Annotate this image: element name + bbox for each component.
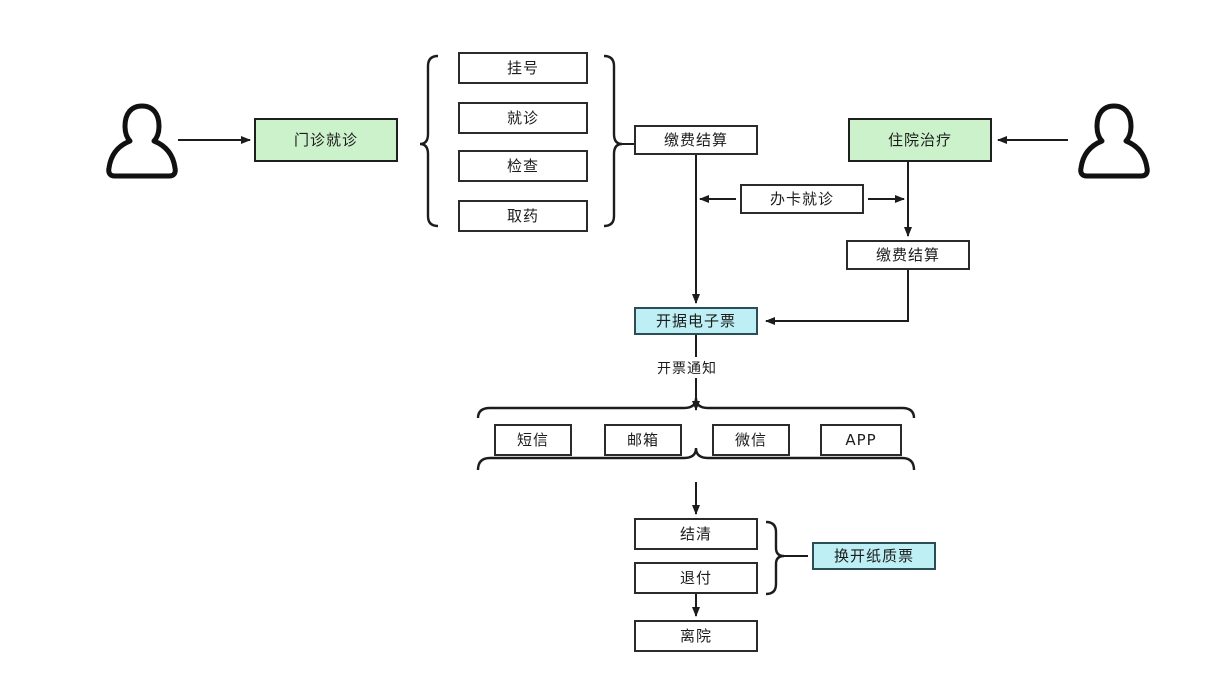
- node-step-register[interactable]: 挂号: [458, 52, 588, 84]
- node-exchange-paper-invoice[interactable]: 换开纸质票: [812, 542, 936, 570]
- node-card-visit[interactable]: 办卡就诊: [740, 184, 864, 214]
- node-outpatient[interactable]: 门诊就诊: [254, 118, 398, 162]
- edge-settle-in-to-einvoice: [765, 270, 909, 325]
- brace-outpatient-right: [603, 54, 623, 228]
- brace-outpatient-left: [419, 54, 439, 228]
- node-step-examination[interactable]: 检查: [458, 150, 588, 182]
- node-channel-wechat[interactable]: 微信: [712, 424, 790, 456]
- node-channel-email[interactable]: 邮箱: [604, 424, 682, 456]
- node-channel-sms[interactable]: 短信: [494, 424, 572, 456]
- person-icon: [106, 103, 178, 179]
- node-refund[interactable]: 退付: [634, 562, 758, 594]
- node-leave-hospital[interactable]: 离院: [634, 620, 758, 652]
- node-step-medicine[interactable]: 取药: [458, 200, 588, 232]
- node-step-consult[interactable]: 就诊: [458, 102, 588, 134]
- node-inpatient[interactable]: 住院治疗: [848, 118, 992, 162]
- node-settled[interactable]: 结清: [634, 518, 758, 550]
- patient-right-icon: [1076, 100, 1152, 186]
- brace-notify-bottom: [478, 406, 696, 418]
- node-settlement-inpatient[interactable]: 缴费结算: [846, 240, 970, 270]
- patient-left-icon: [104, 100, 180, 186]
- brace-notify-upper: [476, 397, 916, 419]
- node-issue-e-invoice[interactable]: 开据电子票: [634, 307, 758, 335]
- node-channel-app[interactable]: APP: [820, 424, 902, 456]
- brace-settle-refund: [765, 520, 785, 596]
- invoice-notification-label: 开票通知: [654, 358, 720, 378]
- person-icon: [1078, 103, 1150, 179]
- node-settlement-outpatient[interactable]: 缴费结算: [634, 125, 758, 155]
